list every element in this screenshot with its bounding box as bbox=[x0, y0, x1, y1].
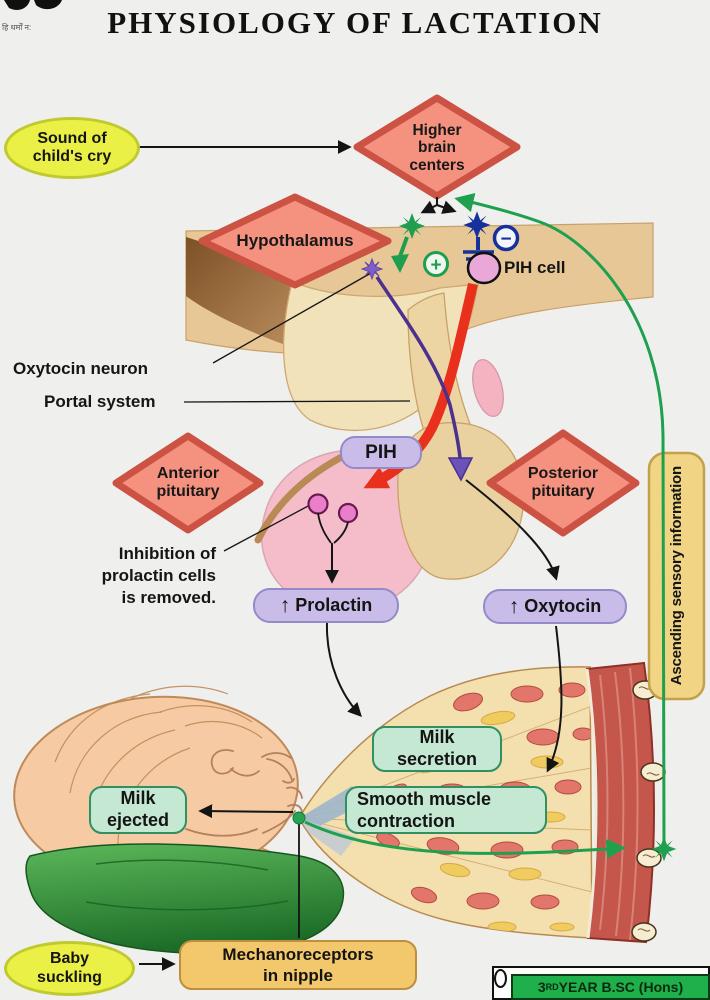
scroll-curl-icon bbox=[494, 969, 507, 988]
nipple-receptor-dot bbox=[292, 811, 306, 825]
year-banner-suffix: YEAR B.SC (Hons) bbox=[558, 979, 684, 995]
oxytocin-box: ↑ Oxytocin bbox=[483, 589, 627, 624]
diamond-nodes bbox=[112, 94, 640, 537]
minus-sign: − bbox=[500, 229, 511, 250]
increase-arrow-icon: ↑ bbox=[279, 594, 291, 617]
anterior-pituitary-diamond bbox=[112, 432, 264, 534]
oxytocin-axon-purple bbox=[375, 276, 474, 482]
higher-brain-centers-diamond bbox=[353, 94, 521, 200]
baby-suckling-node: Baby suckling bbox=[4, 941, 135, 996]
inhibition-note: Inhibition of prolactin cells is removed… bbox=[101, 544, 216, 607]
logo-caption: हि धर्मों न: bbox=[2, 23, 32, 32]
anterior-pituitary-label: Anterior pituitary bbox=[156, 465, 220, 500]
plus-circle-icon bbox=[423, 251, 449, 277]
brain-anatomy-illustration bbox=[185, 222, 654, 611]
year-banner-prefix: 3 bbox=[537, 979, 546, 995]
pih-box: PIH bbox=[340, 436, 422, 469]
year-banner-superscript: RD bbox=[545, 982, 559, 992]
sensory-relay-star-icon bbox=[651, 836, 677, 862]
baby-blanket bbox=[25, 843, 345, 955]
minus-circle-icon bbox=[492, 224, 520, 252]
milk-secretion-box: Milk secretion bbox=[372, 726, 502, 772]
flow-arrows bbox=[127, 140, 563, 971]
plus-sign: + bbox=[430, 255, 441, 276]
pih-cell-body bbox=[466, 251, 502, 285]
synapse-sign-symbols: + − bbox=[423, 224, 520, 277]
neural-symbols bbox=[307, 211, 502, 544]
hypothalamus-label: Hypothalamus bbox=[236, 231, 354, 251]
corner-logo bbox=[4, 0, 62, 11]
inhibitory-neuron-icon bbox=[463, 211, 491, 239]
pih-cell-label: PIH cell bbox=[504, 258, 566, 277]
smooth-muscle-contraction-box: Smooth muscle contraction bbox=[345, 786, 547, 834]
portal-system-label: Portal system bbox=[44, 392, 156, 411]
posterior-pituitary-label: Posterior pituitary bbox=[527, 465, 599, 500]
prolactin-cell bbox=[337, 502, 359, 524]
mechanoreceptors-box: Mechanoreceptors in nipple bbox=[179, 940, 417, 990]
sound-of-cry-node: Sound of child's cry bbox=[4, 117, 140, 179]
hypothalamus-diamond bbox=[198, 193, 392, 289]
prolactin-cell bbox=[307, 493, 329, 515]
oxytocin-neuron-icon bbox=[361, 258, 383, 280]
posterior-pituitary-diamond bbox=[486, 429, 640, 537]
oxytocin-box-label: Oxytocin bbox=[524, 596, 602, 616]
ascending-sensory-box: Ascending sensory information bbox=[649, 453, 704, 699]
sensory-pathway-green bbox=[292, 193, 677, 862]
higher-brain-centers-label: Higher brain centers bbox=[409, 121, 465, 174]
stimulatory-neuron-icon bbox=[399, 213, 425, 239]
prolactin-box-label: Prolactin bbox=[295, 595, 373, 615]
oxytocin-neuron-label: Oxytocin neuron bbox=[13, 359, 149, 378]
page-title: PHYSIOLOGY OF LACTATION bbox=[107, 5, 603, 40]
baby-face bbox=[185, 749, 303, 837]
ascending-sensory-label: Ascending sensory information bbox=[668, 466, 685, 686]
increase-arrow-icon: ↑ bbox=[508, 595, 520, 618]
label-pointer-lines bbox=[183, 272, 411, 552]
milk-ejected-box: Milk ejected bbox=[89, 786, 187, 834]
prolactin-box: ↑ Prolactin bbox=[253, 588, 399, 623]
pih-portal-red-arrow bbox=[363, 282, 478, 489]
